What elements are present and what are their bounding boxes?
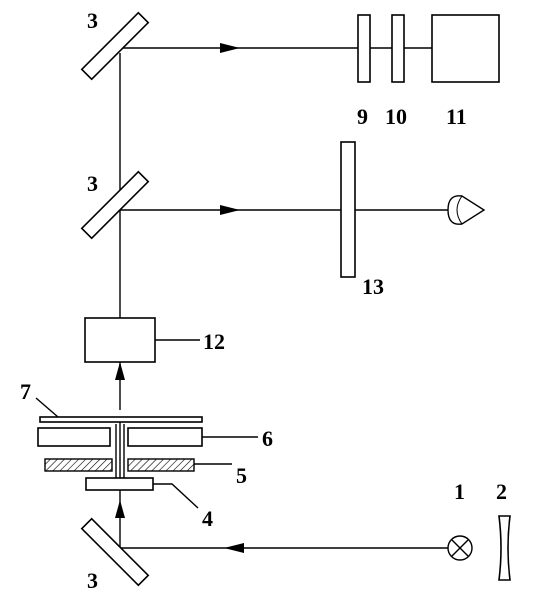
arrow-top-right (220, 43, 240, 53)
label-4: 4 (202, 506, 213, 531)
arrow-up-objective (115, 362, 125, 380)
label-2: 2 (496, 479, 507, 504)
reflector-2 (498, 515, 511, 581)
leader-4 (153, 483, 199, 509)
arrow-bottom-left (224, 543, 244, 553)
eye-icon (447, 195, 486, 225)
label-6: 6 (262, 426, 273, 451)
filter-10 (391, 14, 405, 83)
label-1: 1 (454, 479, 465, 504)
label-3-bottom: 3 (87, 568, 98, 593)
leader-7 (35, 397, 59, 418)
mirror-top (80, 11, 150, 81)
label-5: 5 (236, 463, 247, 488)
objective-12 (84, 317, 156, 363)
filter-9 (357, 14, 371, 83)
detector-11 (431, 14, 500, 83)
part-7-plate (39, 416, 203, 423)
part-5-right (127, 458, 195, 472)
mirror-bottom (80, 517, 150, 587)
label-7: 7 (20, 379, 31, 404)
label-9: 9 (357, 104, 368, 129)
part-5-left (44, 458, 113, 472)
lamp-icon (447, 535, 473, 561)
mirror-middle (80, 170, 150, 240)
arrow-mid-right (220, 205, 240, 215)
part-6-right (127, 427, 203, 447)
label-3-middle: 3 (87, 171, 98, 196)
part-6-left (37, 427, 111, 447)
arrow-up-lower (115, 500, 125, 518)
label-11: 11 (446, 104, 467, 129)
label-13: 13 (362, 274, 384, 299)
label-10: 10 (385, 104, 407, 129)
screen-13 (340, 141, 356, 278)
label-12: 12 (203, 329, 225, 354)
label-3-top: 3 (87, 8, 98, 33)
part-4 (85, 477, 154, 491)
